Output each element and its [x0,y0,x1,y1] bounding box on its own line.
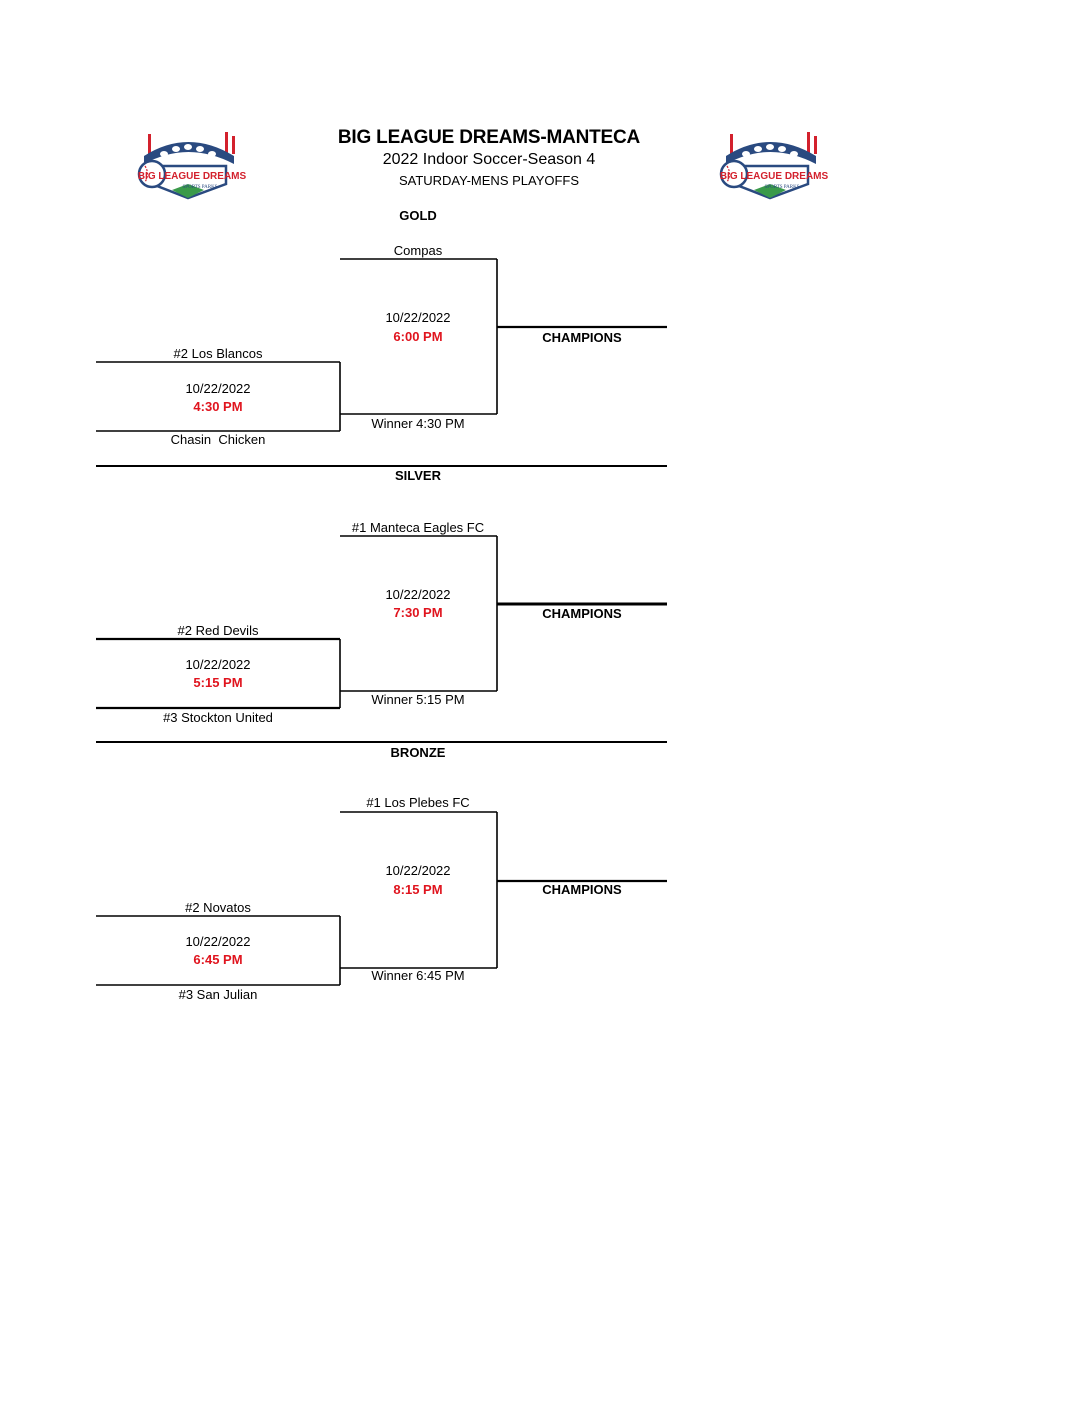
final-time: 8:15 PM [393,882,443,897]
semi-bottom-team: Chasin Chicken [170,432,266,447]
division-label: SILVER [395,468,441,483]
final-bottom-team: Winner 6:45 PM [371,968,465,983]
final-top-team: #1 Manteca Eagles FC [351,520,485,535]
logo-graphic: BIG LEAGUE DREAMS SPORTS PARKS [137,132,246,200]
final-top-team: Compas [393,243,443,258]
final-time: 7:30 PM [393,605,443,620]
semi-time: 5:15 PM [193,675,243,690]
champions-label: CHAMPIONS [542,882,622,897]
logo-text: BIG LEAGUE DREAMS [138,171,246,182]
page-subtitle: 2022 Indoor Soccer-Season 4 [382,151,596,168]
final-top-team: #1 Los Plebes FC [366,795,470,810]
final-bottom-team: Winner 4:30 PM [371,416,465,431]
semi-bottom-team: #3 San Julian [178,987,258,1002]
semi-time: 6:45 PM [193,952,243,967]
final-date: 10/22/2022 [385,310,451,325]
page-title: BIG LEAGUE DREAMS-MANTECA [337,127,641,148]
logo-graphic: BIG LEAGUE DREAMS SPORTS PARKS [719,132,828,200]
bracket-silver-lines [96,535,667,710]
final-bottom-team: Winner 5:15 PM [371,692,465,707]
champions-label: CHAMPIONS [542,330,622,345]
semi-time: 4:30 PM [193,399,243,414]
semi-bottom-team: #3 Stockton United [163,710,273,725]
logo-text: BIG LEAGUE DREAMS [720,171,828,182]
bracket-gold-lines [96,258,667,432]
semi-top-team: #2 Novatos [185,900,251,915]
big-league-dreams-logo-right: BIG LEAGUE DREAMS SPORTS PARKS [712,128,828,208]
big-league-dreams-logo-left: BIG LEAGUE DREAMS SPORTS PARKS [130,128,246,208]
semi-top-team: #2 Red Devils [177,623,259,638]
logo-subtext: SPORTS PARKS [765,185,800,190]
logo-subtext: SPORTS PARKS [183,185,218,190]
champions-label: CHAMPIONS [542,606,622,621]
division-label: GOLD [399,208,437,223]
division-label: BRONZE [390,745,446,760]
semi-date: 10/22/2022 [185,657,251,672]
bracket-bronze-lines [96,811,667,986]
final-date: 10/22/2022 [385,587,451,602]
final-date: 10/22/2022 [385,863,451,878]
semi-top-team: #2 Los Blancos [173,346,263,361]
final-time: 6:00 PM [393,329,443,344]
event-name: SATURDAY-MENS PLAYOFFS [398,173,580,188]
semi-date: 10/22/2022 [185,381,251,396]
semi-date: 10/22/2022 [185,934,251,949]
